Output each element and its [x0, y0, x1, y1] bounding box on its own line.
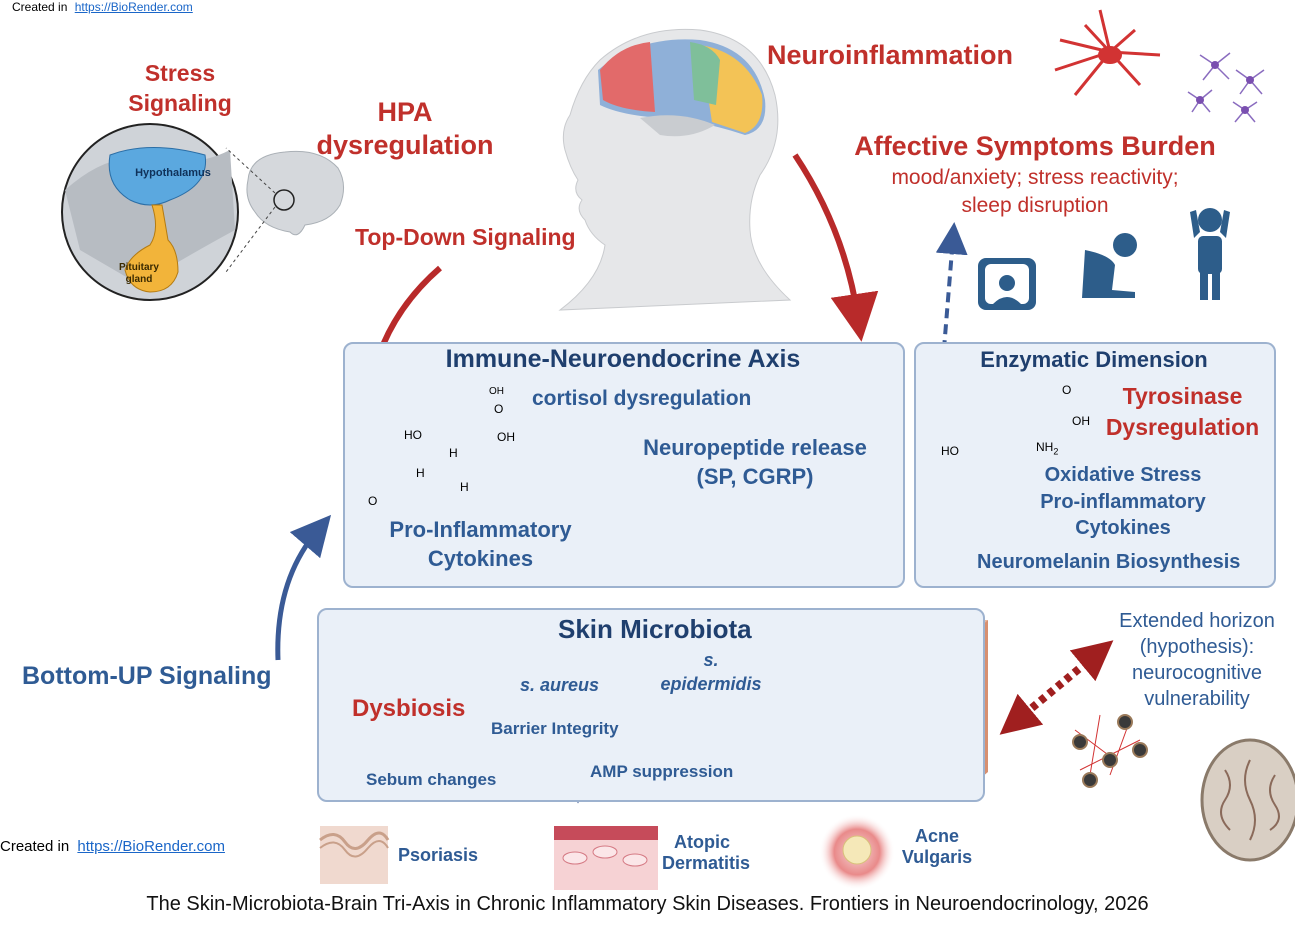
cortisol-label: cortisol dysregulation [532, 387, 752, 410]
affective-block: Affective Symptoms Burden mood/anxiety; … [830, 131, 1240, 220]
credit-top-link[interactable]: https://BioRender.com [74, 0, 193, 14]
hypothalamus-zoom-illustration [61, 123, 239, 301]
psoriasis-illustration [319, 826, 390, 884]
bottom-up-arrow [275, 514, 332, 661]
mol-oh-top: OH [489, 386, 504, 397]
affective-line2: sleep disruption [961, 194, 1109, 217]
stress-line2: Signaling [128, 90, 232, 116]
atopic-label: Atopic Dermatitis [662, 832, 751, 874]
neuropeptide-line1: Neuropeptide release [643, 435, 867, 460]
cytokines-line2: Cytokines [427, 546, 534, 571]
atopic-line2: Dermatitis [662, 853, 751, 873]
pituitary-label: Pituitary gland [112, 262, 166, 286]
enzymatic-title: Enzymatic Dimension [980, 347, 1208, 372]
pituitary-line2: gland [125, 274, 153, 285]
acne-label: Acne Vulgaris [900, 826, 974, 868]
credit-bottom-link[interactable]: https://BioRender.com [77, 838, 225, 855]
immune-box-title: Immune-Neuroendocrine Axis [445, 345, 801, 373]
mol-h1: H [449, 446, 458, 460]
sebum-label: Sebum changes [366, 770, 497, 789]
horizon-line1: Extended horizon [1119, 610, 1275, 632]
hpa-dysregulation-label: HPA dysregulation [300, 96, 510, 162]
s-aureus-label: s. aureus [520, 675, 600, 695]
immune-neuroendocrine-box [343, 342, 905, 588]
credit-bottom: Created in https://BioRender.com [0, 838, 225, 855]
oxidative-line: Oxidative Stress [1044, 464, 1202, 486]
acne-line1: Acne [914, 826, 959, 846]
horizon-line4: vulnerability [1144, 688, 1250, 710]
tyr-mol-oh: OH [1072, 414, 1090, 428]
mol-o: O [494, 402, 504, 416]
hpa-line1: HPA [377, 97, 433, 127]
proinf-line: Pro-inflammatory [1040, 490, 1206, 513]
cytokines-line1: Pro-Inflammatory [389, 517, 572, 542]
horizon-label: Extended horizon (hypothesis): neurocogn… [1102, 608, 1292, 712]
s-epidermidis-label: s. epidermidis [652, 648, 770, 696]
stress-signaling-label: Stress Signaling [110, 58, 250, 118]
neuromelanin-label: Neuromelanin Biosynthesis [977, 551, 1241, 573]
neuropeptide-line2: (SP, CGRP) [696, 464, 814, 489]
neuron-cell-icons [1054, 9, 1265, 123]
figure-caption: The Skin-Microbiota-Brain Tri-Axis in Ch… [146, 893, 1149, 915]
tyrosinase-label: Tyrosinase Dysregulation [1095, 381, 1270, 443]
head-illustration [558, 28, 792, 311]
acne-illustration [819, 814, 895, 890]
affective-symptom-icons [978, 208, 1230, 310]
horizon-illustrations [1072, 714, 1295, 862]
credit-bottom-prefix: Created in [0, 838, 70, 855]
cytokines-line: Cytokines [1075, 517, 1171, 539]
neuroinflammation-label: Neuroinflammation [767, 40, 1014, 70]
amp-label: AMP suppression [590, 762, 734, 781]
microbiota-title: Skin Microbiota [558, 614, 752, 644]
pro-inflammatory-label: Pro-Inflammatory Cytokines [368, 515, 593, 573]
skin-microbiota-box [317, 608, 985, 802]
neuropeptide-label: Neuropeptide release (SP, CGRP) [620, 433, 890, 491]
mol-oh-right: OH [497, 430, 515, 444]
top-down-label: Top-Down Signaling [355, 224, 576, 250]
head-to-axis-arrow [792, 153, 879, 342]
horizon-line3: neurocognitive [1131, 662, 1263, 684]
oxidative-block: Oxidative Stress Pro-inflammatory Cytoki… [1000, 462, 1246, 542]
tyrosinase-line2: Dysregulation [1105, 414, 1260, 440]
bottom-up-label: Bottom-UP Signaling [22, 662, 272, 690]
credit-top: Created in https://BioRender.com [12, 0, 193, 14]
atopic-dermatitis-illustration [554, 826, 658, 890]
tyr-mol-ho: HO [941, 444, 959, 458]
enzymatic-dimension-box [914, 342, 1276, 588]
affective-title: Affective Symptoms Burden [854, 131, 1216, 161]
tyr-mol-nh-sub: 2 [1053, 446, 1059, 457]
mol-h2: H [416, 466, 425, 480]
s-epi-line2: epidermidis [660, 674, 762, 694]
credit-top-prefix: Created in [12, 0, 68, 14]
horizon-line2: (hypothesis): [1139, 636, 1255, 658]
tyr-mol-nh: NH2 [1036, 440, 1058, 456]
hypothalamus-label: Hypothalamus [135, 167, 211, 179]
mol-o-bottom: O [368, 494, 378, 508]
mol-h3: H [460, 480, 469, 494]
barrier-integrity-label: Barrier Integrity [491, 719, 619, 738]
dysbiosis-label: Dysbiosis [352, 695, 466, 722]
enzymatic-to-affective-arrow [935, 222, 968, 399]
psoriasis-label: Psoriasis [398, 845, 479, 865]
s-epi-line1: s. [703, 650, 719, 670]
acne-line2: Vulgaris [901, 847, 973, 867]
horizon-double-arrow [999, 640, 1114, 735]
small-brain-icon [225, 147, 344, 273]
stress-line1: Stress [144, 60, 216, 86]
atopic-line1: Atopic [674, 832, 730, 852]
mol-ho: HO [404, 428, 422, 442]
pituitary-line1: Pituitary [118, 262, 159, 273]
affective-line1: mood/anxiety; stress reactivity; [891, 166, 1179, 189]
tyrosinase-line1: Tyrosinase [1122, 383, 1243, 409]
hpa-line2: dysregulation [316, 130, 494, 160]
tyr-mol-o: O [1062, 383, 1072, 397]
tyr-mol-nh-text: NH [1036, 440, 1054, 454]
